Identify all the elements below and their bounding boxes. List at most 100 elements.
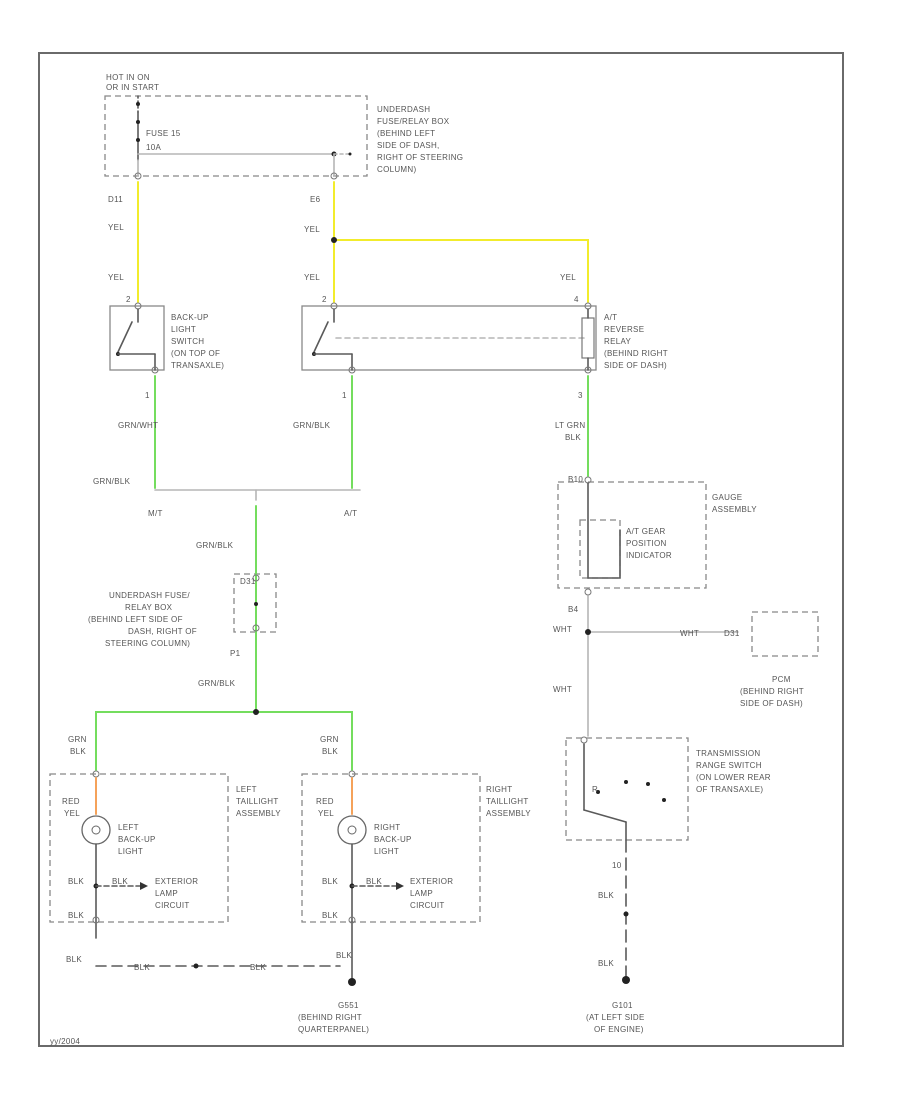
trs-contact: [646, 782, 650, 786]
arrow-icon: [396, 882, 404, 890]
connector: [584, 366, 592, 374]
gear-indicator-box: [579, 519, 621, 579]
gauge-assembly-box: [557, 481, 707, 589]
ext-lamp-label: CIRCUIT: [155, 901, 190, 910]
pin-p1: P1: [230, 649, 241, 658]
wire-label: RED: [316, 797, 334, 806]
pin-label: 2: [126, 295, 131, 304]
gauge-return: [587, 529, 621, 579]
relay-blade: [313, 321, 329, 353]
transmission-range-switch-box: [565, 737, 689, 841]
pin-label: 1: [342, 391, 347, 400]
wire-label: GRN/WHT: [118, 421, 158, 430]
pcm-box: [751, 611, 819, 657]
splice-dot: [193, 963, 199, 969]
yel-label: YEL: [560, 273, 576, 282]
wire-label: BLK: [68, 877, 84, 886]
wire-label: BLK: [322, 911, 338, 920]
wire-label: BLK: [322, 877, 338, 886]
backup-switch-label: SWITCH: [171, 337, 204, 346]
pin-b10: B10: [568, 475, 583, 484]
backup-switch-label: (ON TOP OF: [171, 349, 220, 358]
wire-label: BLK: [336, 951, 352, 960]
splice-dot: [253, 709, 259, 715]
gear-r-label: R: [592, 785, 598, 794]
diagram-border: [38, 52, 844, 1047]
wire-label: GRN/BLK: [293, 421, 331, 430]
connector: [584, 588, 592, 596]
pin-label: 4: [574, 295, 579, 304]
underdash-fuse-box-top: [104, 95, 368, 177]
wire-label: BLK: [250, 963, 266, 972]
relay-label: REVERSE: [604, 325, 644, 334]
fuse-dot: [136, 138, 140, 142]
connector: [252, 624, 260, 632]
wire-label: BLK: [598, 891, 614, 900]
g101-label: (AT LEFT SIDE: [586, 1013, 645, 1022]
g551-label: (BEHIND RIGHT: [298, 1013, 362, 1022]
right-bulb-label: BACK-UP: [374, 835, 412, 844]
trs-contact: [624, 780, 628, 784]
indicator-label: A/T GEAR: [626, 527, 666, 536]
ground-g551-icon: [348, 978, 356, 986]
splice-dot: [623, 911, 629, 917]
bulb-filament: [91, 825, 101, 835]
underdash-box-label: COLUMN): [377, 165, 416, 174]
underdash-box-label: RIGHT OF STEERING: [377, 153, 463, 162]
wire-label: BLK: [112, 877, 128, 886]
right-taillight-label: RIGHT: [486, 785, 512, 794]
pin-d11-label: D11: [108, 195, 123, 204]
trs-label: RANGE SWITCH: [696, 761, 762, 770]
yel-wire-relay: [333, 239, 589, 303]
backup-switch-label: TRANSAXLE): [171, 361, 224, 370]
underdash-lower-label: UNDERDASH FUSE/: [109, 591, 190, 600]
right-taillight-assembly: [301, 773, 481, 923]
hot-in-on-label: HOT IN ON: [106, 73, 150, 82]
pin-d31-lower: D31: [240, 577, 256, 586]
or-in-start-label: OR IN START: [106, 83, 159, 92]
left-taillight-label: LEFT: [236, 785, 257, 794]
at-reverse-relay-box: [301, 305, 597, 371]
wire-label: GRN/BLK: [93, 477, 131, 486]
left-taillight-label: ASSEMBLY: [236, 809, 281, 818]
wire-label: BLK: [70, 747, 86, 756]
wire-label: BLK: [366, 877, 382, 886]
underdash-box-label: SIDE OF DASH,: [377, 141, 440, 150]
ext-lamp-label: LAMP: [410, 889, 433, 898]
fuse-15-label: FUSE 15: [146, 129, 181, 138]
left-bulb: [81, 815, 111, 845]
right-bulb: [337, 815, 367, 845]
fuse-15-amp: 10A: [146, 143, 161, 152]
wire-label: BLK: [134, 963, 150, 972]
fuse-dot: [136, 102, 140, 106]
right-taillight-label: TAILLIGHT: [486, 797, 529, 806]
pin-d31: D31: [724, 629, 740, 638]
right-bulb-label: LIGHT: [374, 847, 399, 856]
backup-switch-label: LIGHT: [171, 325, 196, 334]
grn-blk-branch: [95, 711, 353, 771]
trs-contact: [662, 798, 666, 802]
wire-label: WHT: [553, 625, 572, 634]
pin-label: 2: [322, 295, 327, 304]
right-taillight-label: ASSEMBLY: [486, 809, 531, 818]
ext-lamp-label: EXTERIOR: [410, 877, 453, 886]
g101-label: G101: [612, 1001, 633, 1010]
pcm-label: SIDE OF DASH): [740, 699, 803, 708]
switch-blade: [117, 321, 133, 353]
diagram-code: yy/2004: [50, 1037, 80, 1046]
wire-label: BLK: [565, 433, 581, 442]
relay-label: SIDE OF DASH): [604, 361, 667, 370]
relay-label: RELAY: [604, 337, 632, 346]
pcm-label: (BEHIND RIGHT: [740, 687, 804, 696]
left-bulb-label: LEFT: [118, 823, 139, 832]
left-taillight-assembly: [49, 773, 229, 923]
trs-label: OF TRANSAXLE): [696, 785, 763, 794]
wire-label: RED: [62, 797, 80, 806]
ext-lamp-label: CIRCUIT: [410, 901, 445, 910]
trs-arm: [583, 809, 627, 823]
pin-e6-label: E6: [310, 195, 321, 204]
underdash-lower-label: STEERING COLUMN): [105, 639, 190, 648]
wire-label: BLK: [598, 959, 614, 968]
connector: [151, 366, 159, 374]
